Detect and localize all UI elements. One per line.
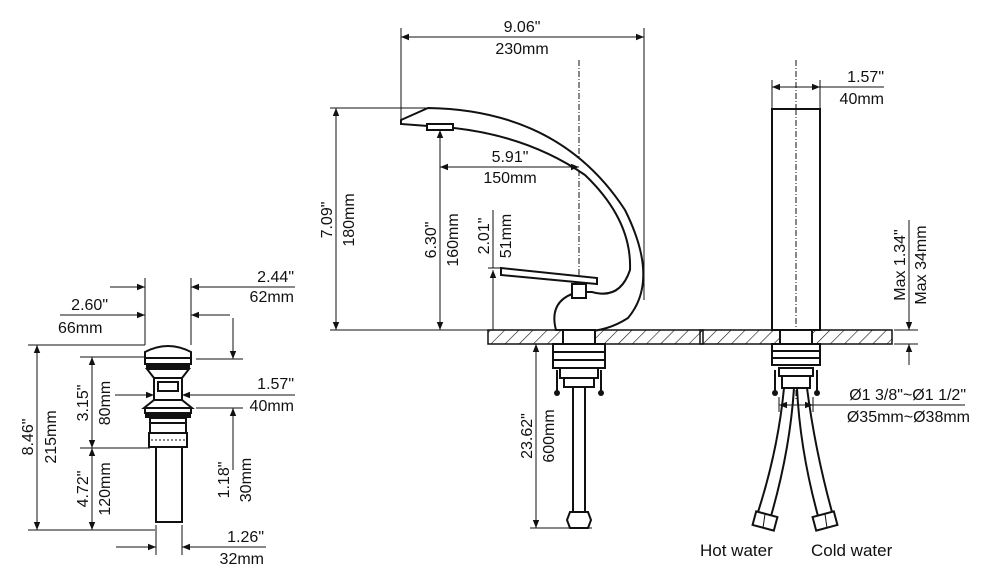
faucet-handle-height-mm: 51mm xyxy=(498,214,515,258)
drain-lower-height-mm: 120mm xyxy=(97,462,114,515)
drain-assembly: 2.44" 62mm 2.60" 66mm 8.46" 215mm xyxy=(20,269,295,568)
faucet-overall-height-mm: 180mm xyxy=(341,193,358,246)
drain-overall-height-in: 8.46" xyxy=(20,419,37,456)
faucet-spout-height-mm: 160mm xyxy=(445,213,462,266)
drain-lower-height-in: 4.72" xyxy=(75,471,92,508)
front-deck-thickness-mm: Max 34mm xyxy=(913,225,930,304)
drain-pipe-width-mm: 32mm xyxy=(220,551,264,568)
front-hole-diameter-mm: Ø35mm~Ø38mm xyxy=(847,409,970,426)
faucet-reach-total-mm: 230mm xyxy=(495,41,548,58)
faucet-spout-reach-in: 5.91" xyxy=(492,149,529,166)
faucet-spout-height-in: 6.30" xyxy=(423,222,440,259)
drain-body-width-in: 1.57" xyxy=(257,376,294,393)
front-body-width-mm: 40mm xyxy=(840,91,884,108)
drain-pipe-width-in: 1.26" xyxy=(227,529,264,546)
faucet-handle-height-in: 2.01" xyxy=(476,218,493,255)
drain-upper-height-mm: 80mm xyxy=(97,381,114,425)
drain-top-width-mm: 62mm xyxy=(250,289,294,306)
faucet-spout-reach-mm: 150mm xyxy=(483,170,536,187)
front-hole-diameter-in: Ø1 3/8"~Ø1 1/2" xyxy=(849,387,966,404)
front-body-width-in: 1.57" xyxy=(847,69,884,86)
drain-upper-height-in: 3.15" xyxy=(75,385,92,422)
front-deck-thickness-in: Max 1.34" xyxy=(892,229,909,301)
drain-body-width-mm: 40mm xyxy=(250,398,294,415)
drain-thread-height-mm: 30mm xyxy=(238,458,255,502)
faucet-side-view: 9.06" 230mm 5.91" 150mm 7.09" 180mm 6.30… xyxy=(319,19,704,529)
faucet-overall-height-in: 7.09" xyxy=(319,202,336,239)
drain-thread-height-in: 1.18" xyxy=(216,462,233,499)
drain-top-width-in: 2.44" xyxy=(257,269,294,286)
drain-overall-height-mm: 215mm xyxy=(43,410,60,463)
cold-water-label: Cold water xyxy=(811,541,893,560)
faucet-reach-total-in: 9.06" xyxy=(504,19,541,36)
hot-water-label: Hot water xyxy=(700,541,773,560)
faucet-hose-length-mm: 600mm xyxy=(541,409,558,462)
drain-cap-width-mm: 66mm xyxy=(58,320,102,337)
faucet-front-view: 1.57" 40mm Max 1.34" Max 34mm Ø1 3/8"~Ø1… xyxy=(699,60,970,560)
drain-cap-width-in: 2.60" xyxy=(71,297,108,314)
faucet-hose-length-in: 23.62" xyxy=(519,413,536,459)
